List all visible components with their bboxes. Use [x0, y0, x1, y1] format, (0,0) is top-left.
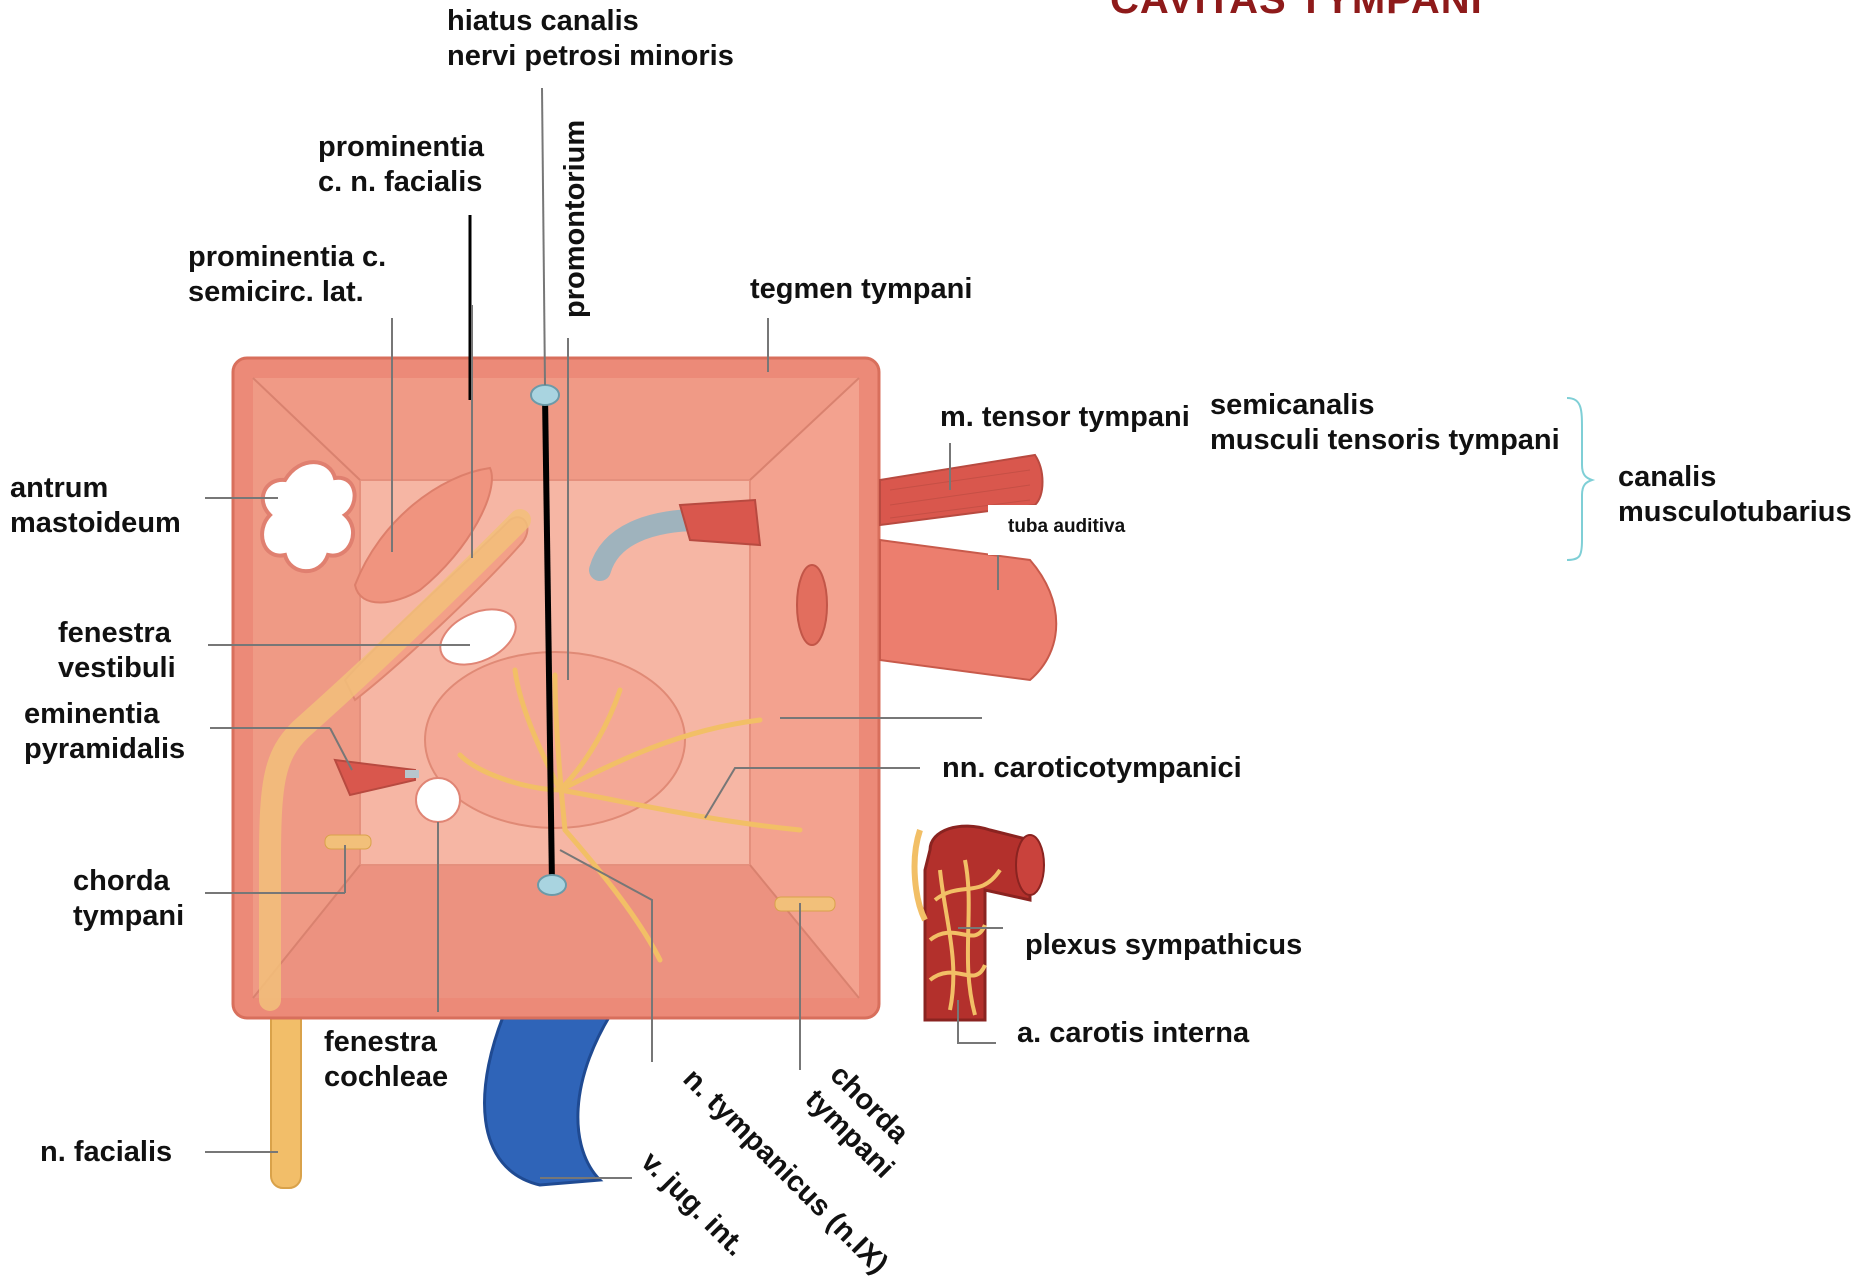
label-tensor: m. tensor tympani	[940, 400, 1190, 435]
upper-marker	[531, 385, 559, 405]
label-prominentia-semicirc: prominentia c. semicirc. lat.	[188, 240, 386, 310]
label-hiatus: hiatus canalis nervi petrosi minoris	[447, 4, 734, 74]
label-tuba: tuba auditiva	[1008, 516, 1125, 538]
label-caroticotympanici: nn. caroticotympanici	[942, 751, 1242, 786]
label-carotis: a. carotis interna	[1017, 1016, 1249, 1051]
label-eminentia: eminentia pyramidalis	[24, 697, 185, 767]
label-promontorium: promontorium	[558, 120, 593, 318]
bracket	[1567, 398, 1592, 560]
label-semicanalis: semicanalis musculi tensoris tympani	[1210, 388, 1560, 458]
auditory-tube	[880, 540, 1056, 680]
lower-marker	[538, 875, 566, 895]
internal-carotid-artery	[925, 826, 1030, 1020]
facial-nerve-stub	[271, 1000, 301, 1188]
label-tegmen: tegmen tympani	[750, 272, 972, 307]
label-antrum: antrum mastoideum	[10, 471, 181, 541]
label-plexus: plexus sympathicus	[1025, 928, 1302, 963]
chorda-tympani-right	[775, 897, 835, 911]
page-title: CAVITAS TYMPANI	[1110, 0, 1483, 23]
label-fenestra-vestibuli: fenestra vestibuli	[58, 616, 176, 686]
chorda-tympani-left	[325, 835, 371, 849]
label-prominentia-facialis: prominentia c. n. facialis	[318, 130, 484, 200]
label-facialis: n. facialis	[40, 1135, 172, 1170]
jugular-vein-shape	[485, 1000, 620, 1185]
tube-opening	[797, 565, 827, 645]
label-fenestra-cochleae: fenestra cochleae	[324, 1025, 448, 1095]
label-canalis: canalis musculotubarius	[1618, 460, 1852, 530]
label-chorda-left: chorda tympani	[73, 864, 184, 934]
round-window	[416, 778, 460, 822]
